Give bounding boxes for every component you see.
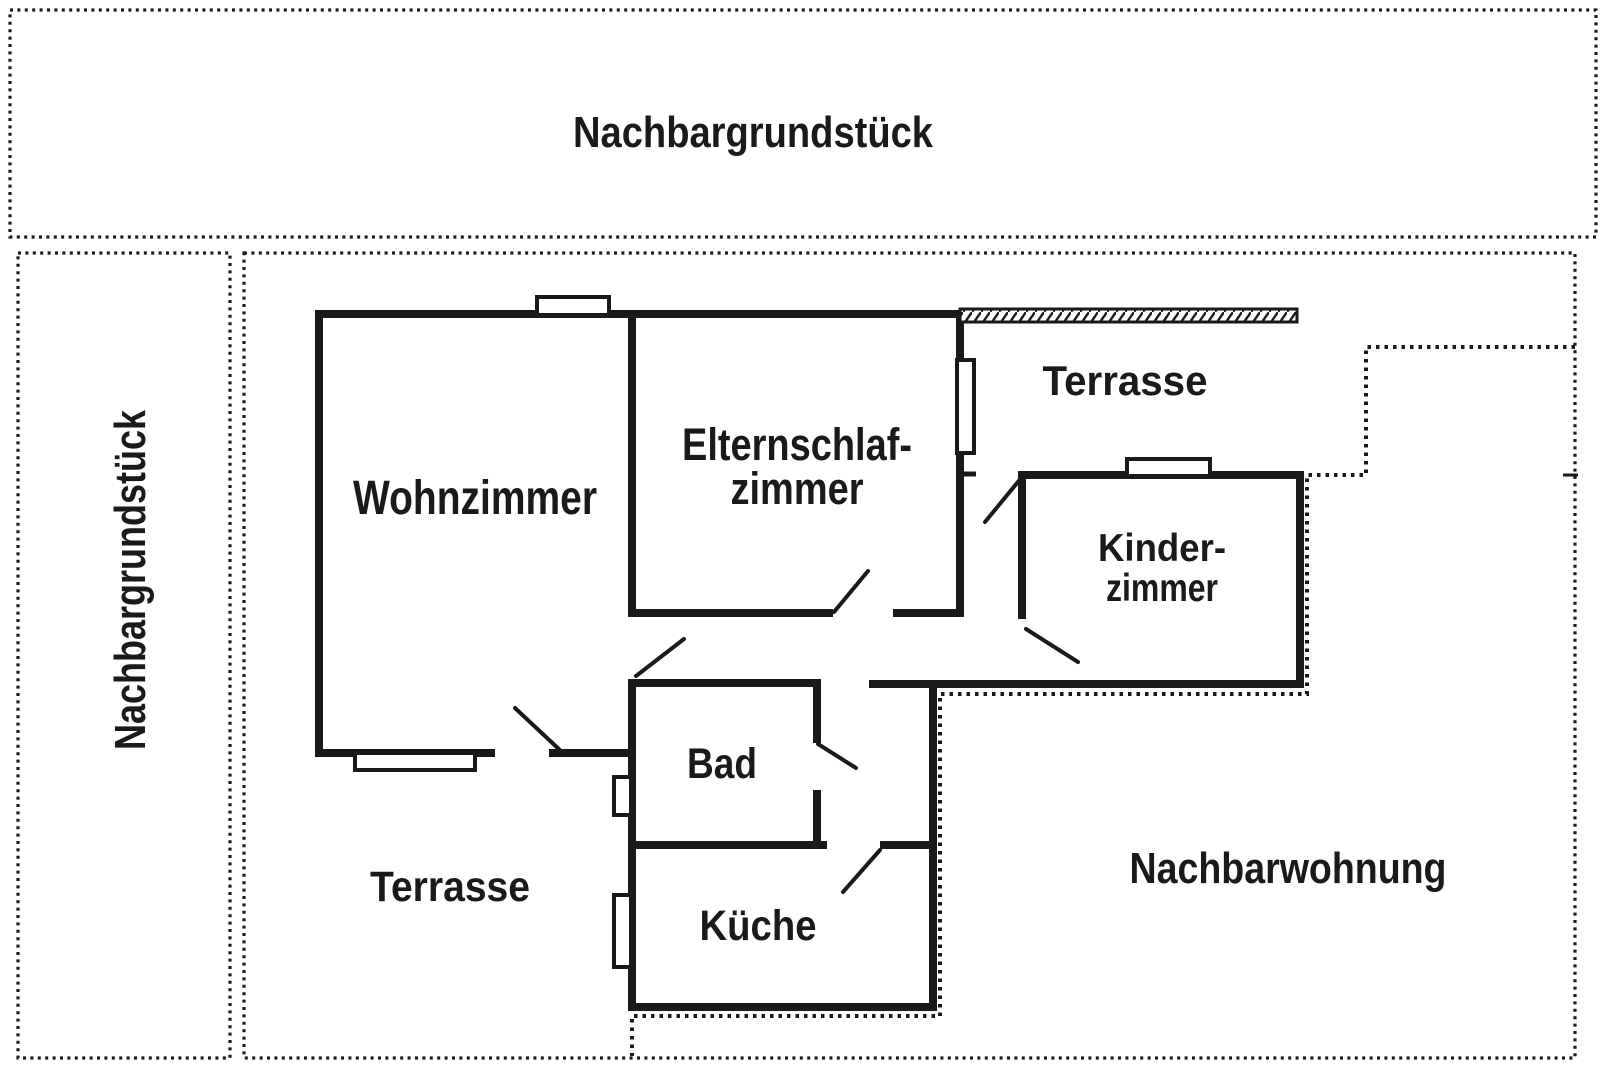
window-bedroom-east-icon [955, 358, 976, 455]
door-terrace-top-icon [983, 475, 1024, 524]
main-plot-boundary [242, 251, 1577, 1060]
left-property-label: Nachbargrundstück [106, 410, 155, 750]
parents-bedroom-label-line2: zimmer [731, 463, 864, 514]
windows [353, 295, 1212, 969]
window-kidsroom-north-icon [1125, 457, 1212, 478]
terrace-bottom-label: Terrasse [370, 863, 530, 911]
door-bath-icon [816, 742, 858, 770]
terrace-railing-hatch [958, 307, 1299, 324]
kitchen-label: Küche [700, 902, 817, 950]
door-swings [513, 475, 1080, 894]
window-kitchen-west-icon [612, 893, 633, 969]
door-livingroom-hall-icon [634, 637, 686, 678]
door-kitchen-icon [841, 848, 882, 894]
window-livingroom-north-icon [535, 295, 611, 317]
terrace-top-label: Terrasse [1043, 357, 1208, 404]
property-boundaries [8, 8, 1598, 1060]
living-room-label: Wohnzimmer [353, 472, 597, 525]
window-bath-west-icon [612, 775, 633, 817]
kids-room-label-line1: Kinder- [1098, 527, 1226, 570]
left-property-boundary [16, 251, 232, 1060]
bathroom-label: Bad [687, 740, 757, 788]
top-property-boundary [8, 8, 1598, 239]
apartment-boundary-dotted [630, 345, 1575, 1056]
door-bedroom-icon [832, 569, 870, 614]
kids-room-label-line2: zimmer [1106, 567, 1218, 610]
neighbor-apartment-label: Nachbarwohnung [1130, 844, 1447, 893]
window-livingroom-south-icon [353, 751, 477, 772]
labels: Nachbargrundstück Nachbargrundstück Wohn… [106, 108, 1447, 950]
top-property-label: Nachbargrundstück [573, 108, 933, 157]
parents-bedroom-label-line1: Elternschlaf- [682, 419, 912, 470]
door-livingroom-terrace-icon [513, 706, 564, 754]
door-kidsroom-icon [1024, 627, 1080, 664]
